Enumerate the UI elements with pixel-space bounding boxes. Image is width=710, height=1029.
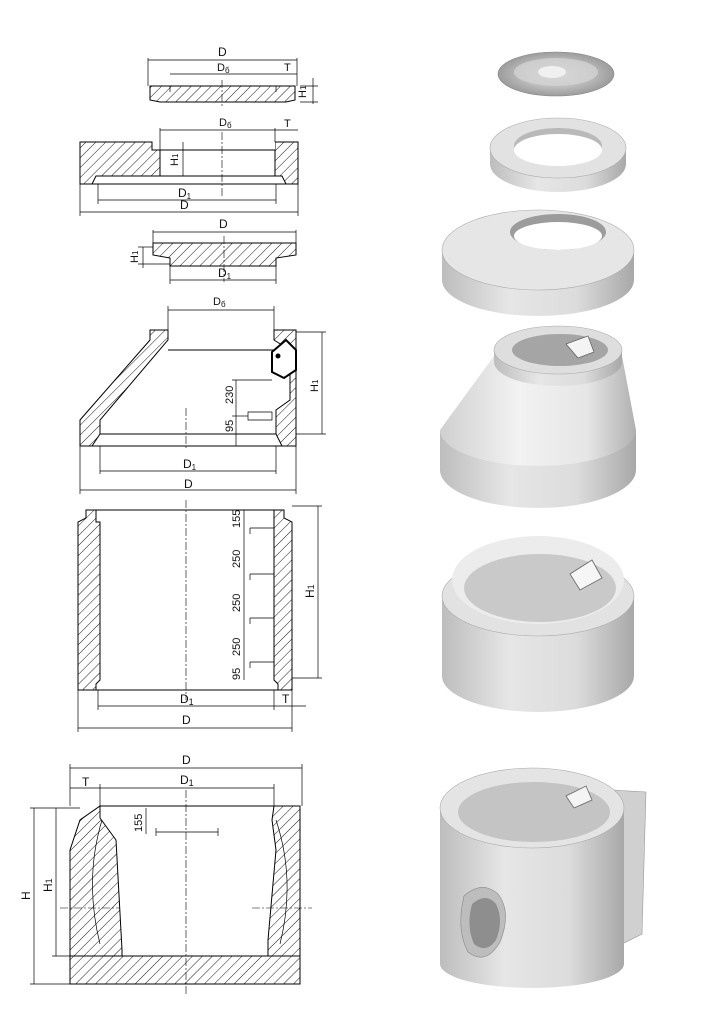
cone-230-label: 230	[224, 386, 236, 404]
ring-render	[441, 536, 635, 712]
base-drawing: D T D1 155 H H1	[19, 753, 312, 996]
ring-drawing: 155 250 250 250 95 H1 D1 T D	[77, 500, 322, 732]
ring-D-label: D	[182, 713, 191, 727]
base-155-label: 155	[133, 814, 145, 832]
support-ring-drawing: Dб T H1 D1 D	[79, 117, 299, 216]
cover-drawing: D Dб T H1	[147, 45, 318, 108]
support-ring-H1-label: H1	[169, 153, 181, 166]
base-D1-label: D1	[180, 773, 194, 788]
ring-D1-label: D1	[180, 692, 194, 707]
base-H1-label: H1	[41, 878, 55, 892]
plate-H1-label: H1	[129, 250, 141, 263]
cover-render	[497, 51, 615, 97]
cover-T-label: T	[284, 62, 291, 74]
support-ring-Db-label: Dб	[219, 117, 232, 130]
cone-render	[440, 325, 636, 508]
base-render	[439, 767, 647, 988]
ring-95-label: 95	[231, 668, 243, 680]
ring-H1-label: H1	[303, 584, 317, 598]
cone-H1-label: H1	[309, 379, 321, 392]
support-ring-T-label: T	[284, 118, 291, 130]
cone-drawing: Dб H1 230 95 D1 D	[79, 296, 326, 494]
ring-250b-label: 250	[231, 594, 243, 612]
plate-D1-label: D1	[218, 266, 232, 281]
cone-Db-label: Dб	[213, 296, 226, 309]
plate-drawing: D H1 D1	[129, 217, 297, 284]
ring-250a-label: 250	[231, 550, 243, 568]
plate-D-label: D	[219, 217, 228, 231]
cone-D1-label: D1	[183, 457, 197, 472]
base-T-label: T	[82, 775, 90, 789]
base-H-label: H	[19, 891, 33, 900]
support-ring-D1-label: D1	[178, 186, 192, 201]
ring-T-label: T	[282, 692, 290, 706]
base-D-label: D	[182, 753, 191, 767]
cover-D-label: D	[218, 45, 227, 59]
support-ring-render	[489, 117, 627, 192]
ring-250c-label: 250	[231, 638, 243, 656]
ring-155-label: 155	[231, 510, 243, 528]
support-ring-D-label: D	[180, 198, 189, 212]
cone-D-label: D	[184, 477, 193, 491]
cover-H1-label: H1	[297, 85, 309, 98]
cone-95-label: 95	[224, 420, 236, 432]
plate-render	[441, 209, 635, 316]
cover-Db-label: Dб	[217, 62, 230, 75]
